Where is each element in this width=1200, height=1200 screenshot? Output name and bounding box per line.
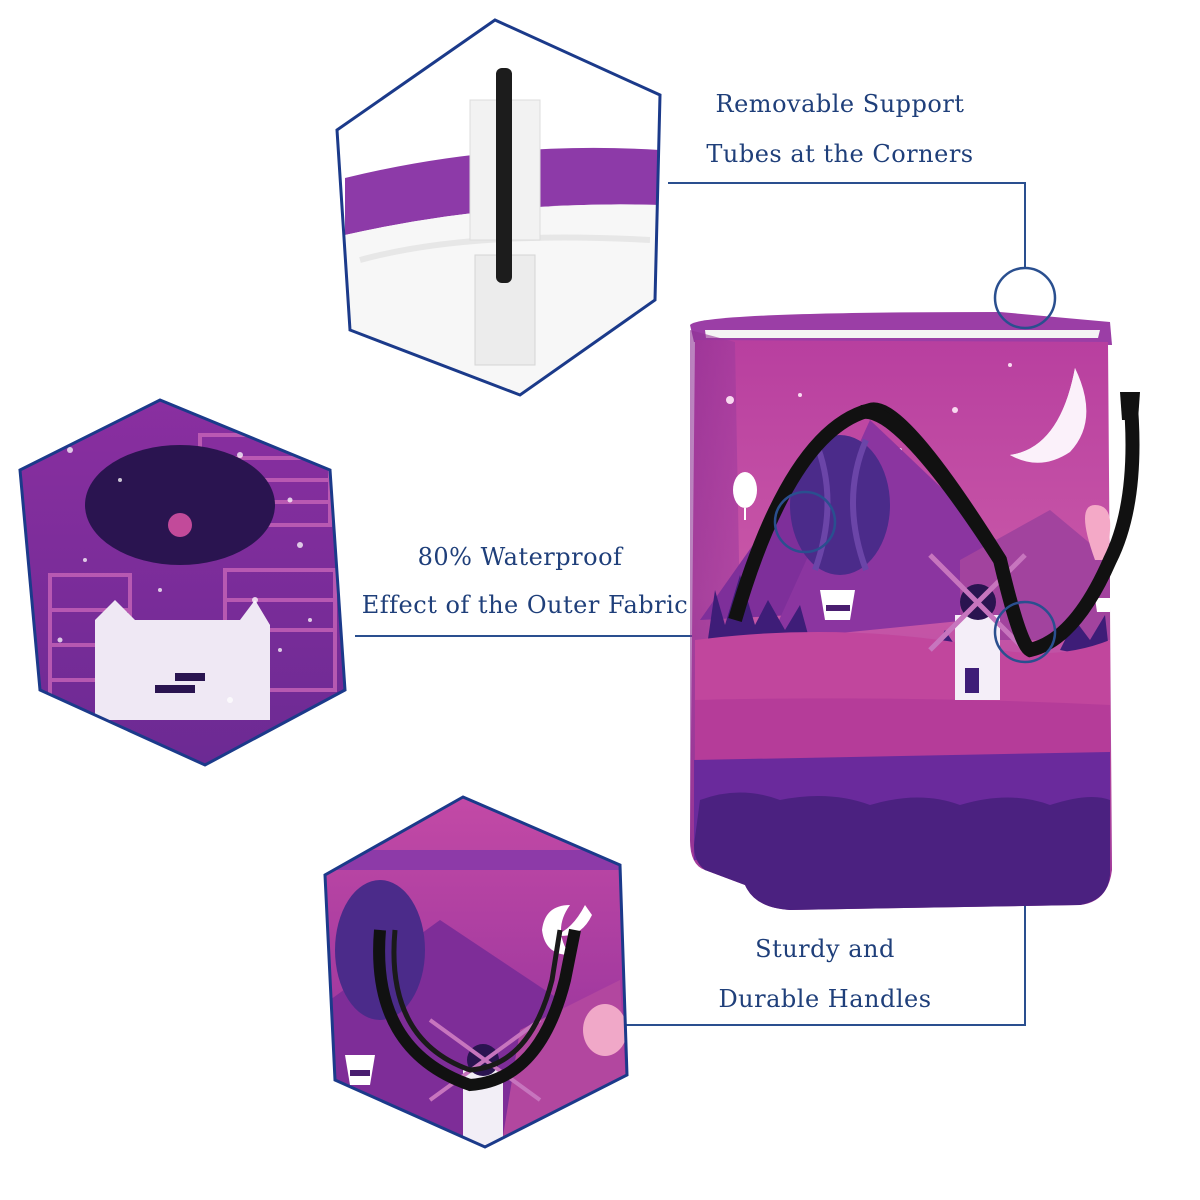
laundry-hamper-image [690, 312, 1140, 910]
support-tube-connector [668, 182, 1026, 268]
waterproof-marker [773, 490, 837, 554]
support-tube-image [496, 68, 512, 283]
handle-image [325, 797, 627, 1147]
support-tubes-label-line2: Tubes at the Corners [706, 140, 974, 168]
handle-detail-hexagon [323, 795, 629, 1149]
handles-label-line2: Durable Handles [718, 985, 932, 1013]
handles-label-line1: Sturdy and [755, 935, 895, 963]
support-tubes-label-line1: Removable Support [715, 90, 965, 118]
waterproof-label-line2: Effect of the Outer Fabric [361, 591, 689, 619]
support-tube-marker [993, 266, 1057, 330]
handles-marker [993, 600, 1057, 664]
callout-markers [773, 266, 1057, 664]
waterproof-label-line1: 80% Waterproof [417, 543, 623, 571]
waterproof-detail-hexagon [18, 398, 347, 767]
waterproof-fabric-image [20, 400, 345, 765]
corner-detail-hexagon [335, 18, 662, 397]
